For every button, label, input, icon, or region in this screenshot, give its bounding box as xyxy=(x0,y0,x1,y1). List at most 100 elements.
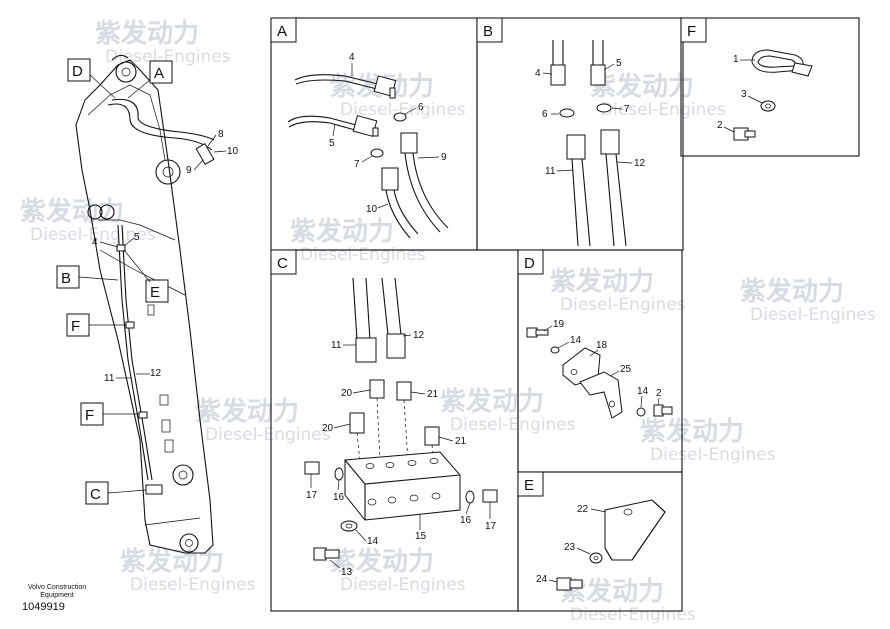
callout-8: 8 xyxy=(218,129,224,140)
fitting-5-nipple xyxy=(372,127,379,137)
callout-14: 14 xyxy=(367,536,379,547)
callout-12: 12 xyxy=(413,330,425,341)
port xyxy=(409,494,419,502)
arm-boss-hole xyxy=(185,539,193,547)
arm-lug xyxy=(111,54,129,61)
document-number: 1049919 xyxy=(22,601,65,613)
panel-E-tag xyxy=(517,471,544,497)
callout-16: 16 xyxy=(460,515,472,526)
watermark-en: Diesel-Engines xyxy=(300,245,426,265)
panel-A: A 4 5 6 7 9 10 xyxy=(270,17,478,251)
overview-label-D: D xyxy=(67,58,116,99)
watermark-en: Diesel-Engines xyxy=(340,100,466,120)
callout-11: 11 xyxy=(104,373,115,384)
arm-pivot-hole xyxy=(162,166,174,178)
hose-4 xyxy=(295,79,378,90)
panel-F: F 1 3 2 xyxy=(680,17,860,157)
plate-22-hole xyxy=(623,508,633,516)
watermark-cn: 紫发动力 xyxy=(550,266,654,297)
callout-4: 4 xyxy=(92,237,98,248)
watermark-cn: 紫发动力 xyxy=(120,546,224,577)
callout-4: 4 xyxy=(349,52,355,63)
overview-label-E: E xyxy=(123,249,169,303)
callout-3: 3 xyxy=(741,89,747,100)
arm-slot xyxy=(164,439,174,453)
watermark-cn: 紫发动力 xyxy=(290,216,394,247)
callout-6: 6 xyxy=(542,109,548,120)
arm-edge xyxy=(98,219,176,241)
arm-boss xyxy=(172,464,194,486)
callout-5: 5 xyxy=(134,232,140,243)
callout-12: 12 xyxy=(634,158,646,169)
watermark-cn: 紫发动力 xyxy=(440,386,544,417)
port xyxy=(387,496,397,504)
watermark-cn: 紫发动力 xyxy=(330,546,434,577)
panel-F-frame xyxy=(680,17,860,157)
callout-25: 25 xyxy=(620,364,632,375)
oring-16 xyxy=(465,490,475,504)
watermark-en: Diesel-Engines xyxy=(560,295,686,315)
hose-run-side xyxy=(117,224,149,481)
callout-5: 5 xyxy=(329,138,335,149)
callout-2: 2 xyxy=(656,388,662,399)
watermark-cn: 紫发动力 xyxy=(590,71,694,102)
watermark-en: Diesel-Engines xyxy=(650,445,776,465)
panel-B: B 4 5 6 7 11 12 xyxy=(476,17,684,251)
hose-5 xyxy=(288,121,356,131)
bolt-2-shank xyxy=(661,406,673,415)
watermark-cn: 紫发动力 xyxy=(195,396,299,427)
callout-15: 15 xyxy=(415,531,427,542)
fitting-9 xyxy=(400,132,418,154)
overview-label-B: B xyxy=(56,265,119,289)
clamp-1-tab xyxy=(791,62,813,77)
bracket-25 xyxy=(579,371,623,419)
bolt-2-shank xyxy=(744,130,756,138)
callout-20: 20 xyxy=(322,423,334,434)
hose-run-top xyxy=(107,103,213,151)
watermark-en: Diesel-Engines xyxy=(105,47,231,67)
clamp-F xyxy=(125,321,135,329)
watermark-en: Diesel-Engines xyxy=(130,575,256,595)
watermark-en: Diesel-Engines xyxy=(205,425,331,445)
panel-D: D 19 14 18 25 14 2 xyxy=(517,249,683,473)
callout-7: 7 xyxy=(354,159,360,170)
oring-6 xyxy=(393,112,407,122)
fitting-5 xyxy=(590,64,606,86)
watermark-en: Diesel-Engines xyxy=(30,225,156,245)
manifold-block-small xyxy=(145,484,163,495)
fitting-11 xyxy=(566,134,586,160)
washer-14 xyxy=(340,520,358,532)
fitting-10 xyxy=(381,167,399,191)
watermark-cn: 紫发动力 xyxy=(740,276,844,307)
washer-3 xyxy=(760,100,776,112)
watermark-layer: 紫发动力 Diesel-Engines 紫发动力 Diesel-Engines … xyxy=(20,18,876,625)
callout-6: 6 xyxy=(418,102,424,113)
port xyxy=(385,462,395,468)
adapter-20-upper xyxy=(369,379,385,399)
watermark-en: Diesel-Engines xyxy=(570,605,696,625)
watermark-en: Diesel-Engines xyxy=(450,415,576,435)
panel-B-tag xyxy=(476,17,503,43)
panel-D-tag xyxy=(517,249,544,275)
callout-5: 5 xyxy=(616,58,622,69)
adapter-21-upper xyxy=(396,381,412,401)
oring-7 xyxy=(596,103,612,113)
overview-label-C: C xyxy=(85,481,147,505)
washer-14 xyxy=(636,407,646,417)
fitting-4 xyxy=(550,64,566,86)
callout-2: 2 xyxy=(717,120,723,131)
callout-23: 23 xyxy=(564,542,576,553)
callout-4: 4 xyxy=(535,68,541,79)
arm-slot xyxy=(161,419,171,433)
callout-18: 18 xyxy=(596,340,608,351)
callout-16: 16 xyxy=(333,492,345,503)
callout-11: 11 xyxy=(331,340,342,351)
callout-10: 10 xyxy=(366,204,378,215)
arm-slot xyxy=(147,304,155,316)
overview-label-F1: F xyxy=(66,313,126,337)
oring-6 xyxy=(559,108,575,118)
callout-19: 19 xyxy=(553,319,565,330)
svg-text:D: D xyxy=(72,63,83,80)
hose-9 xyxy=(412,152,449,229)
